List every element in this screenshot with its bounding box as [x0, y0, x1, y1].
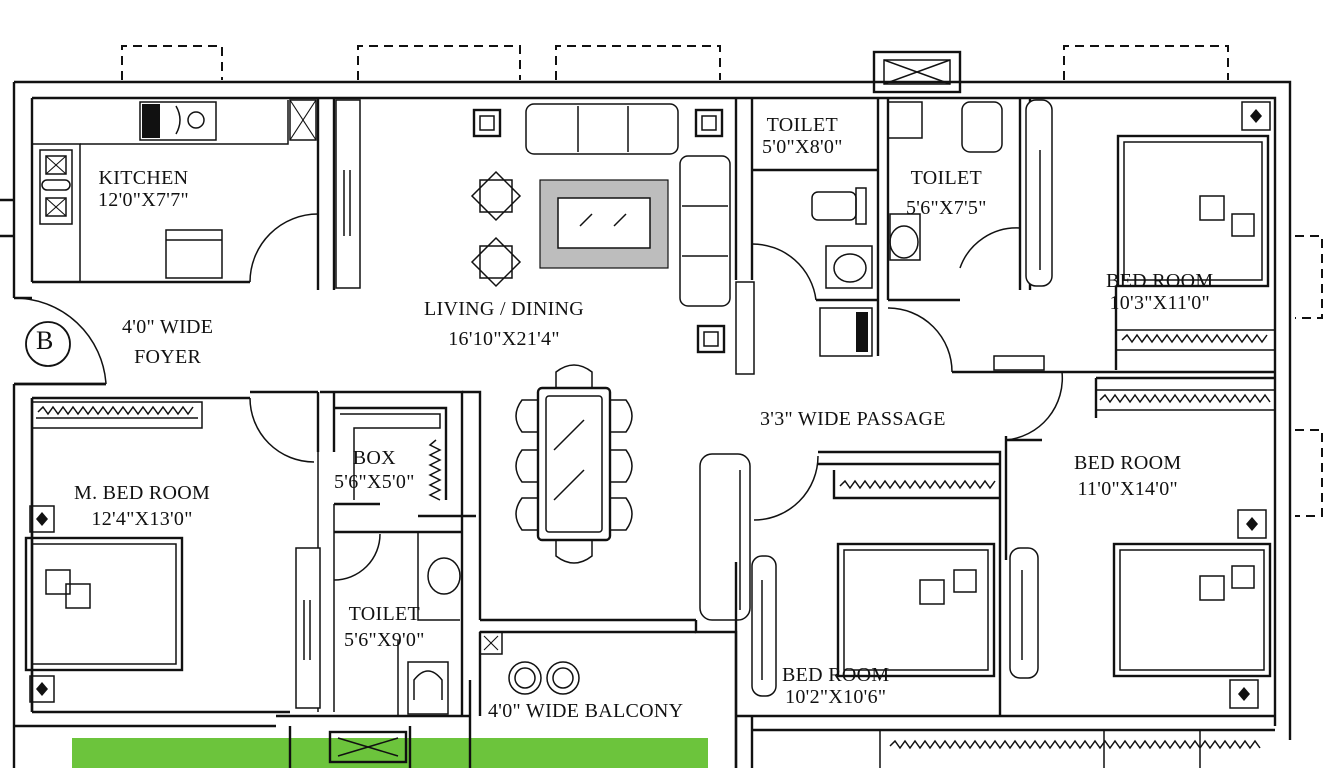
bed-e-size: 11'0"X14'0" [1077, 478, 1178, 500]
foyer-label: 4'0" WIDE FOYER [122, 312, 213, 372]
toilet2-size: 5'6"X7'5" [906, 197, 987, 219]
marker-label: B [36, 326, 54, 355]
hatch-row [37, 405, 194, 416]
bed-ne-name: BED ROOM [1106, 270, 1214, 292]
bed-e-label: BED ROOM 11'0"X14'0" [1074, 450, 1181, 502]
s-bedroom [736, 450, 1275, 768]
living-size: 16'10"X21'4" [448, 328, 560, 350]
hatch-row [839, 479, 996, 490]
bed-ne-size: 10'3"X11'0" [1109, 292, 1210, 314]
toilet3-size: 5'6"X9'0" [344, 629, 425, 651]
master-size: 12'4"X13'0" [91, 508, 193, 530]
toilet1-size: 5'0"X8'0" [762, 136, 843, 158]
living-name: LIVING / DINING [424, 298, 585, 320]
kitchen-size: 12'0"X7'7" [98, 189, 189, 211]
living-furniture [470, 103, 731, 564]
toilet2-name: TOILET [910, 167, 983, 189]
toilet1-label: TOILET 5'0"X8'0" [762, 114, 843, 158]
bed-ne-label: BED ROOM 10'3"X11'0" [1106, 270, 1213, 314]
bed-s-size: 10'2"X10'6" [785, 686, 887, 708]
kitchen-label: KITCHEN 12'0"X7'7" [98, 167, 189, 211]
e-bedroom [1004, 371, 1275, 679]
foyer-line2: FOYER [134, 346, 202, 368]
toilet2-label: TOILET 5'6"X7'5" [906, 163, 987, 223]
toilet-3-walls [276, 530, 470, 768]
toilet3-label: TOILET 5'6"X9'0" [344, 601, 425, 653]
bed-s-name: BED ROOM [782, 664, 890, 686]
master-name: M. BED ROOM [74, 482, 211, 504]
box-room-walls [320, 390, 482, 716]
bed-s-label: BED ROOM 10'2"X10'6" [782, 664, 889, 708]
window-projections [121, 45, 1323, 517]
balcony-label: 4'0" WIDE BALCONY [488, 700, 684, 722]
master-label: M. BED ROOM 12'4"X13'0" [74, 480, 210, 532]
living-east-wall [699, 98, 755, 768]
box-size: 5'6"X5'0" [334, 471, 415, 493]
hatch-column [428, 439, 442, 501]
foyer-line1: 4'0" WIDE [122, 316, 214, 338]
box-label: BOX 5'6"X5'0" [334, 446, 415, 494]
exhaust-shaft [872, 50, 962, 94]
hatch-row [1099, 393, 1271, 404]
living-label: LIVING / DINING 16'10"X21'4" [424, 294, 584, 354]
master-bed [24, 536, 184, 672]
ne-bedroom [952, 99, 1275, 374]
wardrobe-hatching [37, 333, 1271, 750]
toilet1-name: TOILET [766, 114, 839, 136]
box-name: BOX [352, 447, 396, 469]
toilet3-name: TOILET [348, 603, 421, 625]
bed-e-name: BED ROOM [1074, 452, 1182, 474]
section-marker [25, 321, 71, 367]
hatch-row [889, 739, 1261, 750]
nightstands [29, 101, 1271, 709]
hatch-row [1121, 333, 1268, 344]
toilets-walls [751, 98, 1032, 373]
passage-label: 3'3" WIDE PASSAGE [760, 408, 946, 430]
kitchen-walls [32, 98, 361, 290]
master-bedroom-walls [14, 382, 336, 712]
kitchen-name: KITCHEN [98, 167, 189, 189]
